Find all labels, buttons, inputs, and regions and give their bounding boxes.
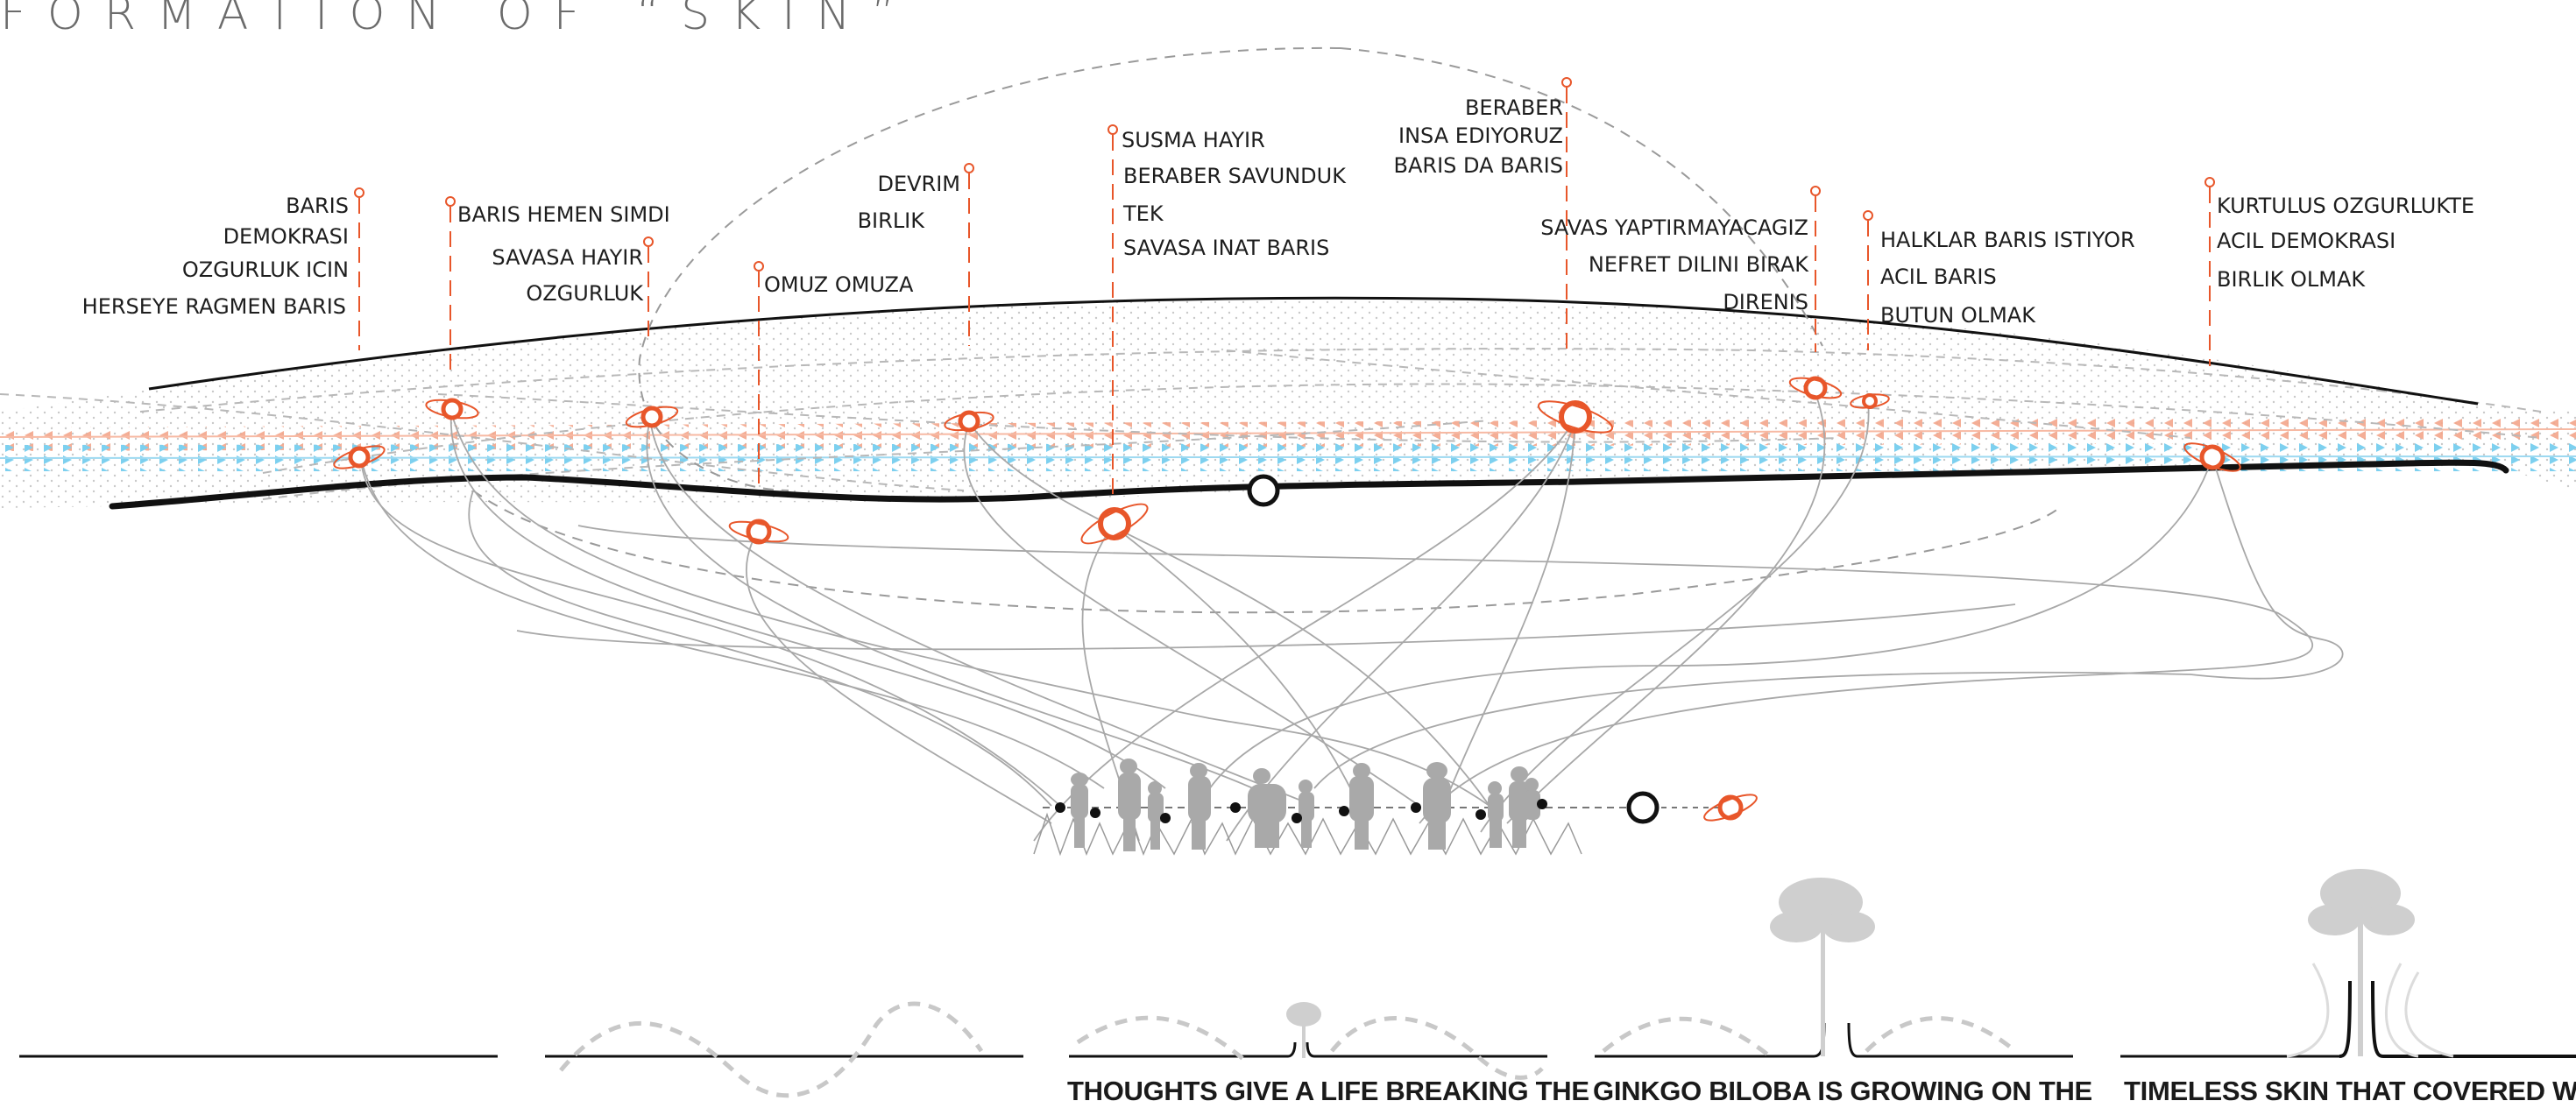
slogan-acil-demokrasi: ACIL DEMOKRASI xyxy=(2217,229,2396,253)
slogan-savasa-hayir: SAVASA HAYIR xyxy=(492,245,643,270)
skin-base-line xyxy=(109,459,2509,510)
slogan-insa-ediyoruz: INSA EDIYORUZ xyxy=(1398,123,1563,148)
sequence-panel-3 xyxy=(1069,1002,1547,1080)
sequence-panel-4 xyxy=(1595,878,2073,1058)
slogan-nefret-dilini-birak: NEFRET DILINI BIRAK xyxy=(1589,252,1809,277)
slogan-baris-da-baris: BARIS DA BARIS xyxy=(1394,153,1563,178)
slogan-ozgurluk: OZGURLUK xyxy=(526,281,644,306)
slogan-beraber: BERABER xyxy=(1465,95,1563,120)
slogan-halklar-baris-istiyor: HALKLAR BARIS ISTIYOR xyxy=(1880,228,2135,252)
page-title: FORMATION OF “SKIN” xyxy=(0,0,916,40)
dashed-arc xyxy=(638,46,1823,491)
slogan-group-10: KURTULUS OZGURLUKTE ACIL DEMOKRASI BIRLI… xyxy=(2217,194,2474,292)
caption-thoughts: THOUGHTS GIVE A LIFE BREAKING THE xyxy=(1067,1076,1589,1106)
slogan-group-7: BERABER INSA EDIYORUZ BARIS DA BARIS xyxy=(1394,95,1563,178)
growing-tree-icon xyxy=(2308,869,2415,1056)
thought-node-open xyxy=(1626,791,1660,824)
sequence-panel-2 xyxy=(545,1001,1023,1098)
slogan-savas-yaptirmayacagiz: SAVAS YAPTIRMAYACAGIZ xyxy=(1540,215,1808,240)
thread-curves xyxy=(360,388,2344,842)
slogan-birlik: BIRLIK xyxy=(858,208,926,233)
slogan-pins xyxy=(354,77,2215,499)
slogan-group-8: SAVAS YAPTIRMAYACAGIZ NEFRET DILINI BIRA… xyxy=(1540,215,1809,314)
slogan-kurtulus-ozgurlukte: KURTULUS OZGURLUKTE xyxy=(2217,194,2474,218)
ginkgo-tree-icon xyxy=(1770,878,1875,1056)
crowd-group xyxy=(1033,759,1758,857)
slogan-group-5: DEVRIM BIRLIK xyxy=(858,172,960,233)
sequence-panel-5 xyxy=(2120,869,2576,1058)
slogan-butun-olmak: BUTUN OLMAK xyxy=(1880,303,2036,328)
slogan-tek: TEK xyxy=(1122,201,1164,226)
thought-orbit-node xyxy=(1703,794,1758,822)
crowd-dots xyxy=(1055,799,1547,823)
slogan-group-4: OMUZ OMUZA xyxy=(764,272,914,297)
skin-top-line xyxy=(148,296,2479,406)
sapling-icon xyxy=(1286,1002,1321,1058)
slogan-baris: BARIS xyxy=(286,194,349,218)
slogan-ozgurluk-icin: OZGURLUK ICIN xyxy=(182,258,349,282)
slogan-susma-hayir: SUSMA HAYIR xyxy=(1122,128,1265,152)
caption-timeless-skin: TIMELESS SKIN THAT COVERED WITH xyxy=(2124,1076,2576,1106)
slogan-group-6: SUSMA HAYIR BERABER SAVUNDUK TEK SAVASA … xyxy=(1122,128,1347,260)
slogan-demokrasi: DEMOKRASI xyxy=(223,224,349,249)
slogan-group-1: BARIS DEMOKRASI OZGURLUK ICIN HERSEYE RA… xyxy=(82,194,349,319)
slogan-direnis: DIRENIS xyxy=(1723,290,1808,314)
slogan-beraber-savunduk: BERABER SAVUNDUK xyxy=(1123,164,1347,188)
slogan-birlik-olmak: BIRLIK OLMAK xyxy=(2217,267,2366,292)
skin-dotted-body xyxy=(0,300,2576,508)
slogan-baris-hemen-simdi: BARIS HEMEN SIMDI xyxy=(457,202,670,227)
slogan-group-3: SAVASA HAYIR OZGURLUK xyxy=(492,245,644,306)
slogan-group-2: BARIS HEMEN SIMDI xyxy=(457,202,670,227)
skin-open-node xyxy=(1247,474,1280,507)
skin-orbit-nodes xyxy=(333,376,2241,545)
people-silhouettes xyxy=(1071,759,1540,851)
slogan-herseye-ragmen-baris: HERSEYE RAGMEN BARIS xyxy=(82,294,346,319)
caption-ginkgo: GINKGO BILOBA IS GROWING ON THE xyxy=(1593,1076,2092,1106)
slogan-group-9: HALKLAR BARIS ISTIYOR ACIL BARIS BUTUN O… xyxy=(1880,228,2135,328)
slogan-omuz-omuza: OMUZ OMUZA xyxy=(764,272,914,297)
slogan-devrim: DEVRIM xyxy=(877,172,960,196)
slogan-savasa-inat-baris: SAVASA INAT BARIS xyxy=(1123,236,1329,260)
slogan-acil-baris: ACIL BARIS xyxy=(1880,265,1997,289)
